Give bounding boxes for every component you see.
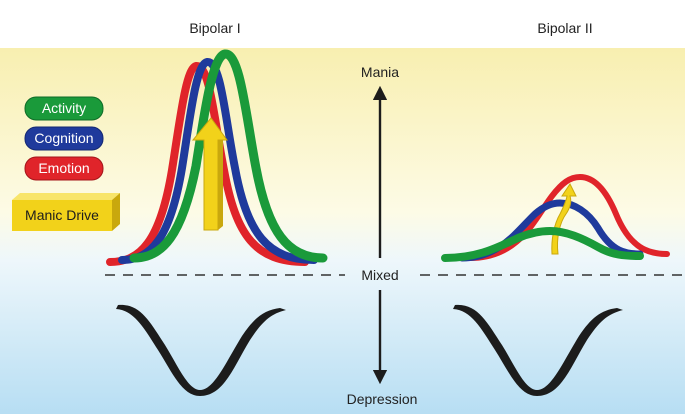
bipolar1-cognition-curve (118, 58, 318, 264)
bipolar1-manic-drive-arrow (191, 117, 228, 231)
bipolar1-activity-curve (129, 49, 328, 263)
legend-manic-drive-label: Manic Drive (25, 207, 99, 223)
legend-cognition: Cognition (24, 126, 104, 151)
axis-label-depression: Depression (347, 391, 418, 407)
bipolar1-emotion-curve (106, 62, 309, 266)
axis-label-mixed: Mixed (361, 267, 398, 283)
bipolar1-depression-curve (116, 304, 286, 396)
legend-activity: Activity (24, 96, 104, 121)
header-band (0, 0, 685, 48)
legend-manic-drive: Manic Drive (12, 193, 120, 231)
title-bipolar-1: Bipolar I (189, 20, 240, 36)
bipolar2-depression-curve (453, 304, 623, 396)
axis-label-mania: Mania (361, 64, 399, 80)
legend-activity-label: Activity (42, 100, 86, 116)
bipolar2-activity-curve (441, 226, 644, 262)
legend-emotion-label: Emotion (38, 160, 89, 176)
bipolar2-emotion-curve (467, 173, 670, 261)
bipolar2-manic-drive-arrow (551, 183, 577, 255)
title-bipolar-2: Bipolar II (537, 20, 592, 36)
legend-emotion: Emotion (24, 156, 104, 181)
legend-cognition-label: Cognition (34, 130, 93, 146)
